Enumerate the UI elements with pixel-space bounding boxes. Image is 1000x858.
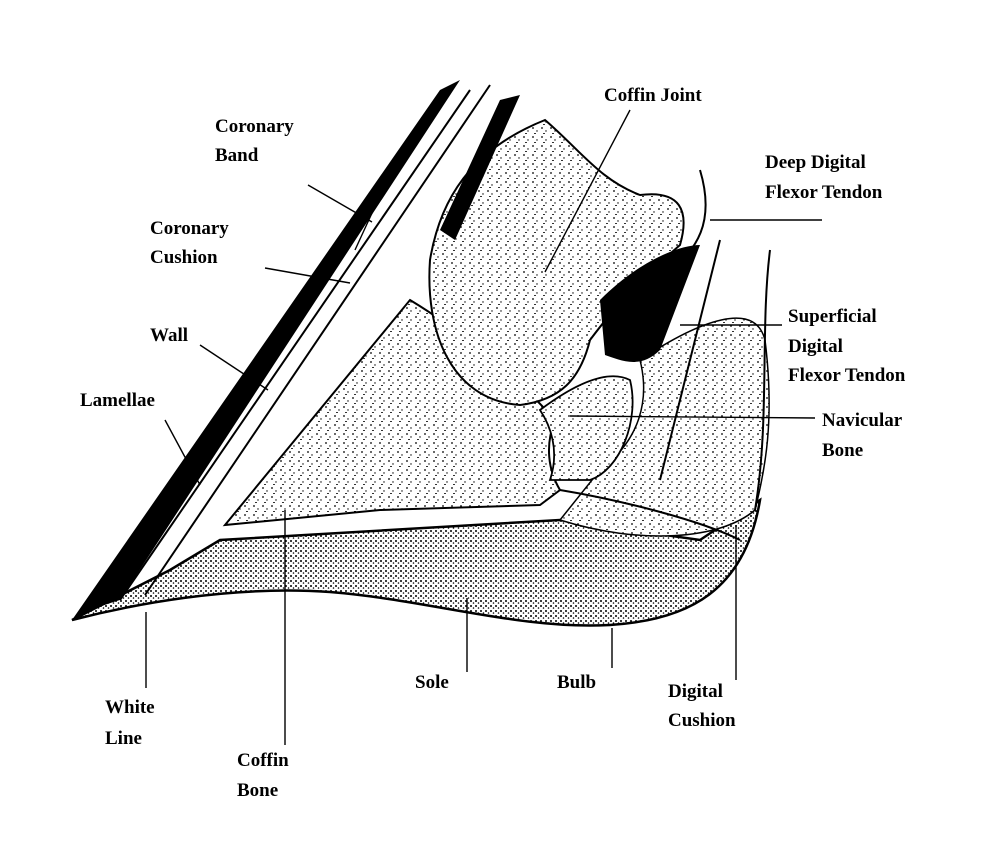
deep-flexor-tendon-black	[600, 245, 700, 362]
label-superficial-3: Flexor Tendon	[788, 365, 906, 386]
label-superficial-1: Superficial	[788, 306, 877, 327]
label-coronary-band-2: Band	[215, 145, 259, 166]
short-pastern-region	[428, 118, 685, 407]
hoof-drawing	[71, 80, 771, 627]
leader-lamellae	[164, 419, 201, 486]
label-coronary-cushion-2: Cushion	[150, 247, 218, 268]
label-deep-digital-1: Deep Digital	[765, 152, 866, 173]
leader-lines	[145, 109, 822, 745]
label-white-line-2: Line	[105, 728, 142, 749]
label-coffin-bone-2: Bone	[237, 780, 278, 801]
label-digital-cushion-2: Cushion	[668, 710, 736, 731]
label-sole: Sole	[415, 672, 449, 693]
label-navicular-1: Navicular	[822, 410, 903, 431]
label-bulb: Bulb	[557, 672, 596, 693]
label-wall: Wall	[150, 325, 188, 346]
label-coffin-bone-1: Coffin	[237, 750, 289, 771]
label-lamellae: Lamellae	[80, 390, 155, 411]
sole-region	[71, 497, 762, 627]
label-navicular-2: Bone	[822, 440, 863, 461]
label-coronary-cushion-1: Coronary	[150, 218, 229, 239]
label-superficial-2: Digital	[788, 336, 843, 357]
label-white-line-1: White	[105, 697, 155, 718]
labels: Coffin Joint Coronary Band Deep Digital …	[80, 85, 906, 801]
leader-coffin-joint	[544, 109, 631, 273]
label-coronary-band-1: Coronary	[215, 116, 294, 137]
label-coffin-joint: Coffin Joint	[604, 85, 702, 106]
leader-wall	[199, 344, 269, 391]
label-deep-digital-2: Flexor Tendon	[765, 182, 883, 203]
leader-navicular-bone	[569, 415, 816, 419]
navicular-region	[538, 375, 634, 481]
label-digital-cushion-1: Digital	[668, 681, 723, 702]
leader-coronary-cushion	[264, 267, 351, 284]
hoof-wall	[72, 80, 460, 620]
leader-coronary-band	[307, 184, 379, 251]
